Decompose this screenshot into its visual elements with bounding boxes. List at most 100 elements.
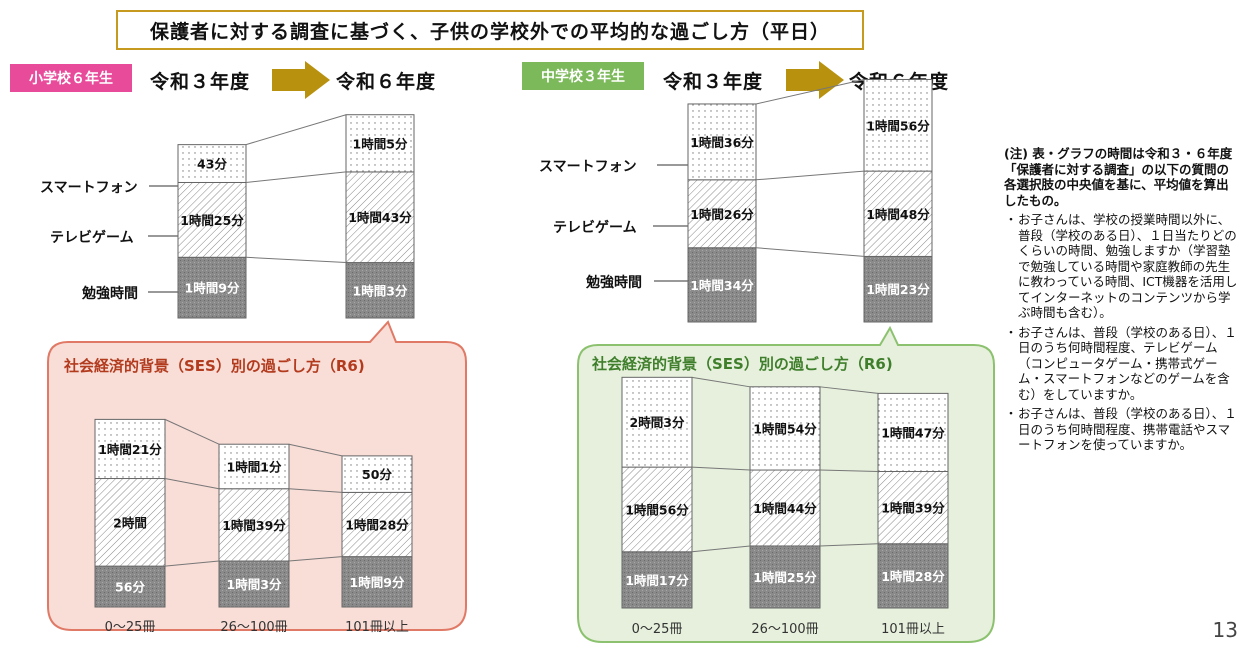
connector-line (819, 543, 879, 547)
connector-line (755, 247, 865, 257)
category-label: 26～100冊 (751, 622, 818, 637)
connector-line (164, 418, 220, 445)
data-label: 1時間25分 (180, 213, 244, 228)
bar-segment (863, 78, 933, 172)
connector-line (819, 469, 879, 472)
bar-segment (877, 392, 949, 472)
connector-line (819, 386, 879, 394)
data-label: 1時間36分 (690, 135, 754, 150)
data-label: 2時間 (113, 515, 147, 530)
connector-line (691, 545, 751, 553)
data-label: 1時間23分 (866, 282, 930, 297)
data-label: 1時間9分 (185, 281, 240, 296)
data-label: 1時間56分 (625, 502, 689, 517)
elementary-label-game: テレビゲーム (50, 230, 134, 246)
bar-segment (749, 469, 821, 547)
data-label: 1時間5分 (353, 136, 408, 151)
bar-segment (345, 171, 415, 264)
data-label: 43分 (197, 157, 227, 172)
bar-segment (345, 114, 415, 173)
connector-line (691, 466, 751, 471)
category-label: 101冊以上 (881, 622, 945, 637)
page-number: 13 (1212, 618, 1238, 642)
note-bullet: ・ (1004, 212, 1018, 227)
category-label: 101冊以上 (345, 620, 409, 635)
bar-segment (749, 386, 821, 471)
data-label: 1時間43分 (348, 210, 412, 225)
bar-segment (341, 491, 413, 558)
data-label: 1時間56分 (866, 118, 930, 133)
connector-line (245, 171, 347, 183)
bar-segment (621, 466, 693, 553)
data-label: 1時間25分 (753, 570, 817, 585)
connector-line (245, 256, 347, 264)
data-label: 1時間17分 (625, 573, 689, 588)
data-label: 1時間3分 (353, 283, 408, 298)
junior-label-game: テレビゲーム (553, 220, 637, 236)
bar-segment (94, 418, 166, 480)
bar-segment (218, 443, 290, 490)
elementary-year-from: 令和３年度 (150, 71, 251, 93)
page-title: 保護者に対する調査に基づく、子供の学校外での平均的な過ごし方（平日） (116, 10, 864, 50)
data-label: 50分 (362, 467, 392, 482)
data-label: 1時間44分 (753, 501, 817, 516)
bar-segment (177, 144, 247, 183)
elementary-label-smartphone: スマートフォン (40, 180, 138, 196)
note-item: ・ お子さんは、普段（学校のある日）、１日のうち何時間程度、テレビゲーム（コンピ… (1004, 325, 1240, 403)
data-label: 1時間39分 (222, 518, 286, 533)
connector-line (288, 556, 343, 562)
junior-label-smartphone: スマートフォン (539, 159, 637, 175)
bar-segment (863, 255, 933, 323)
category-label: 0～25冊 (632, 622, 683, 637)
bar-segment (687, 179, 757, 249)
junior-grade-badge: 中学校３年生 (522, 62, 644, 90)
category-label: 26～100冊 (220, 620, 287, 635)
elementary-arrow-icon (272, 61, 330, 99)
elementary-grade-badge: 小学校６年生 (10, 64, 132, 92)
connector-line (288, 443, 343, 457)
note-item: ・ お子さんは、普段（学校のある日）、１日のうち何時間程度、携帯電話やスマートフ… (1004, 406, 1240, 453)
bar-segment (687, 247, 757, 323)
connector-line (245, 114, 347, 146)
bar-segment (877, 543, 949, 609)
bar-segment (621, 376, 693, 468)
data-label: 1時間1分 (227, 459, 282, 474)
note-area: (注) 表・グラフの時間は令和３・６年度「保護者に対する調査」の以下の質問の各選… (1004, 146, 1240, 453)
bar-segment (863, 170, 933, 257)
note-item-text: お子さんは、普段（学校のある日）、１日のうち何時間程度、携帯電話やスマートフォン… (1018, 406, 1237, 452)
junior-arrow-icon (786, 61, 844, 99)
elementary-year-to: 令和６年度 (336, 71, 437, 93)
junior-label-study: 勉強時間 (586, 275, 642, 291)
note-bullet: ・ (1004, 406, 1018, 421)
junior-year-from: 令和３年度 (663, 71, 764, 93)
category-label: 0～25冊 (105, 620, 156, 635)
data-label: 1時間39分 (881, 501, 945, 516)
bar-segment (94, 478, 166, 567)
data-label: 1時間9分 (350, 575, 405, 590)
bar-segment (687, 103, 757, 181)
bar-segment (341, 455, 413, 493)
data-label: 1時間48分 (866, 207, 930, 222)
data-label: 1時間28分 (345, 518, 409, 533)
bar-segment (177, 181, 247, 258)
connector-line (164, 478, 220, 490)
connector-line (755, 170, 865, 181)
data-label: 1時間3分 (227, 577, 282, 592)
junior-ses-title: 社会経済的背景（SES）別の過ごし方（R6) (591, 355, 893, 373)
data-label: 1時間54分 (753, 421, 817, 436)
connector-line (691, 376, 751, 388)
note-heading: (注) 表・グラフの時間は令和３・６年度「保護者に対する調査」の以下の質問の各選… (1004, 146, 1233, 208)
data-label: 1時間47分 (881, 425, 945, 440)
elementary-label-study: 勉強時間 (82, 286, 138, 302)
connector-line (288, 488, 343, 493)
note-bullet: ・ (1004, 324, 1018, 340)
data-label: 1時間34分 (690, 278, 754, 293)
bar-segment (218, 488, 290, 562)
bar-segment (345, 262, 415, 319)
data-label: 1時間21分 (98, 442, 162, 457)
note-item: ・ お子さんは、学校の授業時間以外に、普段（学校のある日）、１日当たりどのくらい… (1004, 212, 1240, 321)
bar-segment (877, 470, 949, 545)
connector-line (164, 560, 220, 567)
data-label: 1時間28分 (881, 569, 945, 584)
